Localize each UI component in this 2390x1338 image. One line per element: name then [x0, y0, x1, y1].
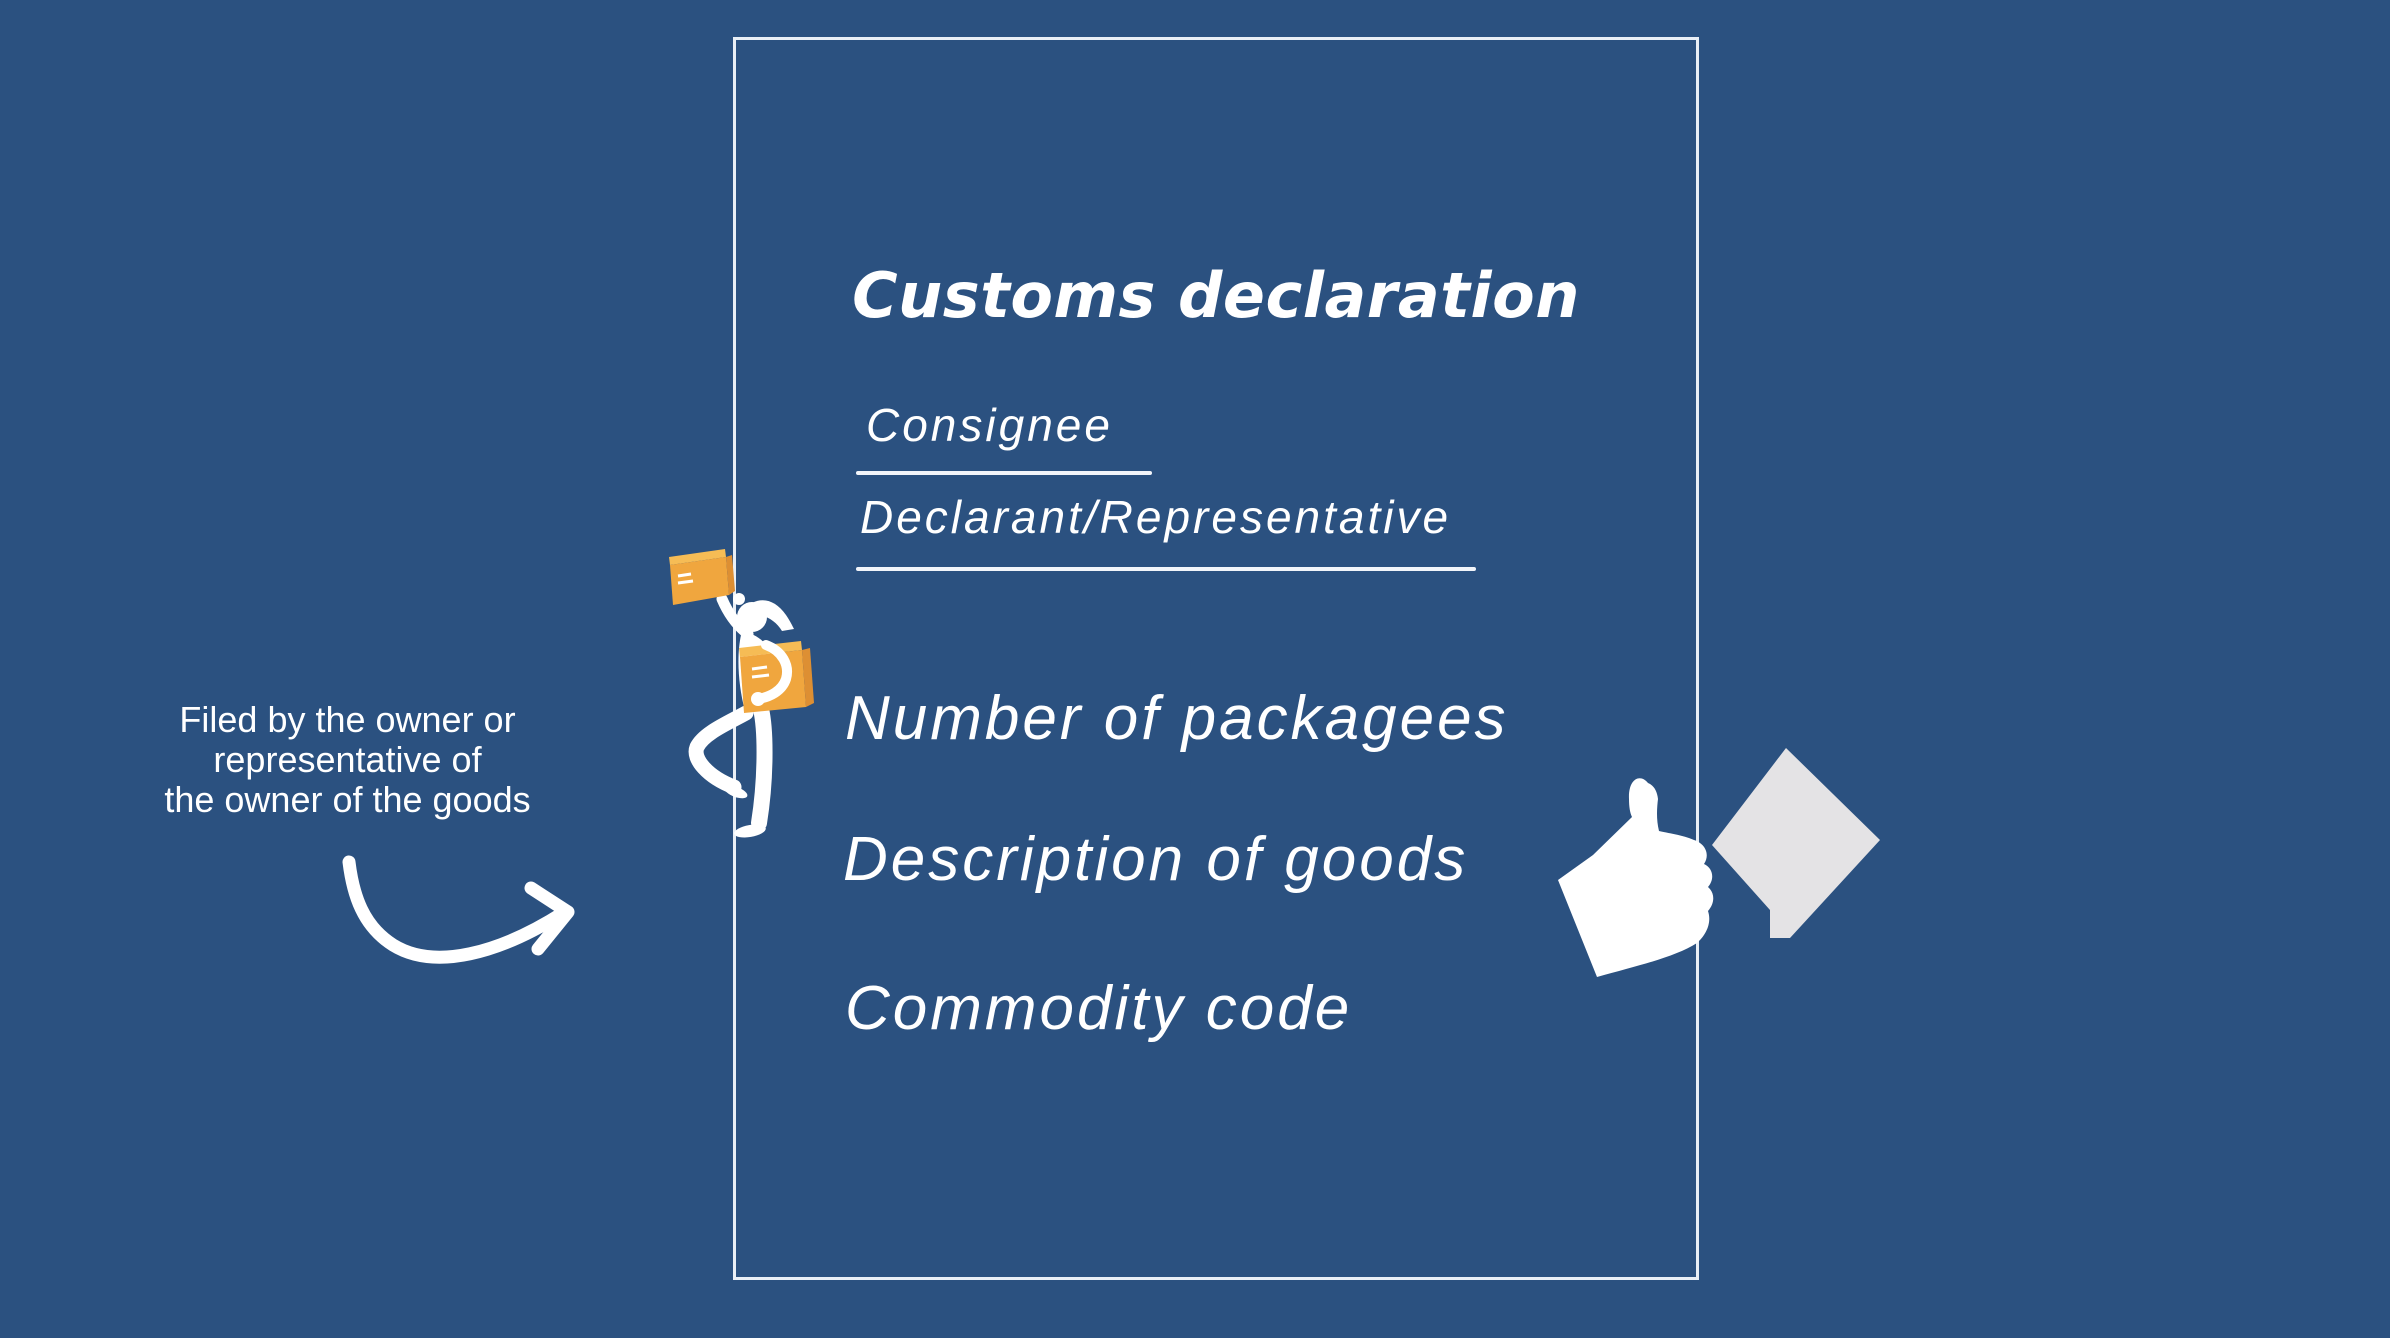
- annotation-line-2: representative of: [213, 739, 482, 780]
- list-item-commodity-code: Commodity code: [845, 974, 1353, 1043]
- consignee-underline: [856, 471, 1152, 475]
- declaration-card: [733, 37, 1699, 1280]
- field-declarant-label: Declarant/Representative: [860, 491, 1452, 543]
- card-title: Customs declaration: [852, 259, 1580, 332]
- curved-arrow-icon: [335, 850, 595, 970]
- paper-note-icon: [1700, 735, 1895, 950]
- list-item-number-of-packages: Number of packagees: [845, 684, 1509, 753]
- person-carrying-boxes-icon: [640, 535, 840, 855]
- annotation-line-3: the owner of the goods: [164, 779, 531, 820]
- annotation-text: Filed by the owner or representative of …: [90, 700, 605, 820]
- declarant-underline: [856, 567, 1476, 571]
- box-raised: [669, 549, 735, 605]
- thumbs-up-icon: [1545, 765, 1735, 990]
- list-item-description-of-goods: Description of goods: [843, 825, 1469, 894]
- annotation-line-1: Filed by the owner or: [179, 699, 516, 740]
- field-consignee-label: Consignee: [866, 399, 1113, 451]
